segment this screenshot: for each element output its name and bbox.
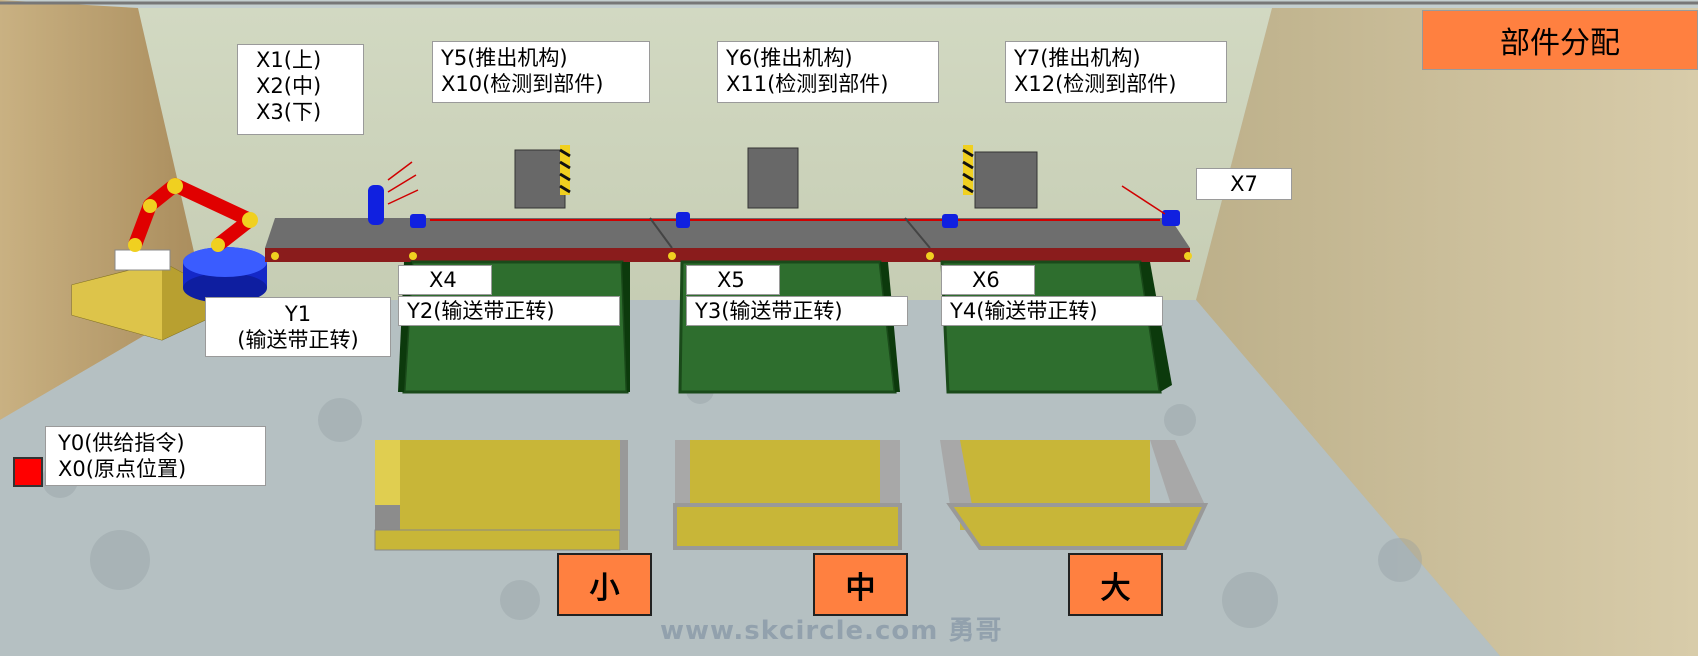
pusher-1-label: Y5(推出机构) X10(检测到部件) xyxy=(432,41,650,103)
x2-middle-label: X2(中) xyxy=(256,74,322,98)
y1-description: (输送带正转) xyxy=(237,328,359,352)
y1-belt-label: Y1 (输送带正转) xyxy=(205,297,391,357)
sensor-markers xyxy=(368,161,1180,228)
medium-size-button[interactable]: 中 xyxy=(813,553,908,616)
x6-sensor-label: X6 xyxy=(941,265,1035,295)
pusher-3-label: Y7(推出机构) X12(检测到部件) xyxy=(1005,41,1227,103)
pusher-units xyxy=(514,145,1038,209)
robot-position-label: X1(上) X2(中) X3(下) xyxy=(237,44,364,135)
y4-belt-label: Y4(输送带正转) xyxy=(941,296,1163,326)
small-size-button[interactable]: 小 xyxy=(557,553,652,616)
y6-pusher-label: Y6(推出机构) xyxy=(726,46,853,70)
x11-detect-label: X11(检测到部件) xyxy=(726,72,889,96)
right-wall xyxy=(1196,8,1698,656)
sorting-bins xyxy=(374,440,1209,551)
x0-origin-position-label: X0(原点位置) xyxy=(58,457,187,481)
x7-sensor-label: X7 xyxy=(1196,168,1292,200)
origin-indicator-lamp xyxy=(13,457,43,487)
y0-supply-command-label: Y0(供给指令) xyxy=(58,431,185,455)
watermark: www.skcircle.com 勇哥 xyxy=(660,616,1003,646)
part-distribution-title-button[interactable]: 部件分配 xyxy=(1422,10,1698,70)
conveyor xyxy=(265,217,1192,262)
y7-pusher-label: Y7(推出机构) xyxy=(1014,46,1141,70)
x10-detect-label: X10(检测到部件) xyxy=(441,72,604,96)
robot-arm xyxy=(71,178,267,341)
supply-label: Y0(供给指令) X0(原点位置) xyxy=(45,426,266,486)
x12-detect-label: X12(检测到部件) xyxy=(1014,72,1177,96)
y5-pusher-label: Y5(推出机构) xyxy=(441,46,568,70)
x4-sensor-label: X4 xyxy=(398,265,492,295)
y1-label: Y1 xyxy=(284,302,312,326)
x5-sensor-label: X5 xyxy=(686,265,780,295)
x3-down-label: X3(下) xyxy=(256,100,322,124)
chutes xyxy=(398,260,1172,394)
x1-up-label: X1(上) xyxy=(256,48,322,72)
large-size-button[interactable]: 大 xyxy=(1068,553,1163,616)
pusher-2-label: Y6(推出机构) X11(检测到部件) xyxy=(717,41,939,103)
y3-belt-label: Y3(输送带正转) xyxy=(686,296,908,326)
y2-belt-label: Y2(输送带正转) xyxy=(398,296,620,326)
